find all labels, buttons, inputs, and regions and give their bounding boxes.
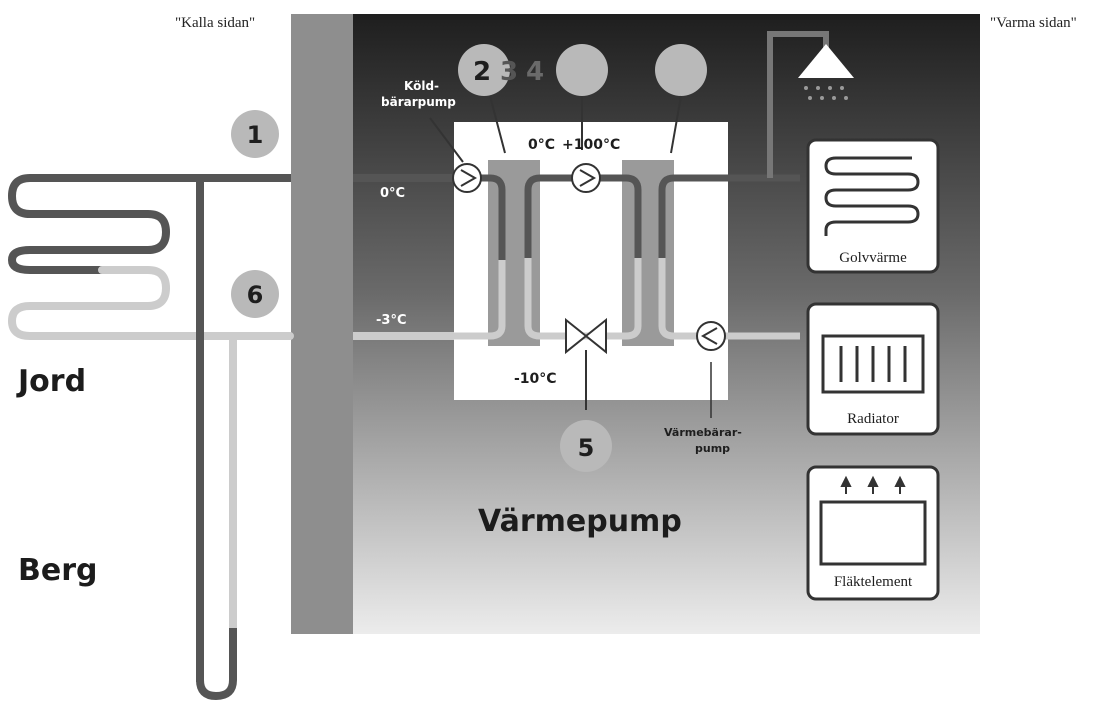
- brine-pump-label-2: bärarpump: [381, 95, 456, 109]
- brine-pump-label-1: Köld-: [404, 79, 439, 93]
- marker-3: 3: [500, 57, 518, 87]
- fan-coil-label: Fläktelement: [834, 574, 913, 590]
- ground-loop-light: [7, 266, 294, 340]
- ground-label: Jord: [16, 364, 86, 399]
- heat-carrier-return: [658, 258, 800, 340]
- marker-4-pointer: [670, 95, 682, 154]
- floor-heating-label: Golvvärme: [839, 250, 907, 266]
- brine-path-out: [454, 260, 506, 340]
- marker-5-circle: [560, 420, 612, 472]
- marker-4-circle: [655, 44, 707, 96]
- fan-coil-icon: [819, 500, 927, 566]
- marker-2-circle: [458, 44, 510, 96]
- marker-2: 2: [473, 57, 491, 87]
- radiator-panel: Radiator: [806, 302, 940, 436]
- brine-pump-pointer: [429, 117, 464, 163]
- up-arrows-icon: [840, 475, 906, 494]
- marker-6-circle: [231, 270, 279, 318]
- warm-side-label: "Varma sidan": [990, 15, 1077, 31]
- marker-1-circle: [231, 110, 279, 158]
- temp-condenser: +100°C: [562, 137, 620, 153]
- temp-after-valve: -10°C: [514, 371, 557, 387]
- rock-label: Berg: [18, 553, 97, 588]
- ground-loop-dark: [7, 174, 204, 274]
- expansion-valve-icon: [565, 317, 607, 355]
- shower-spray-icon: [804, 86, 848, 100]
- heat-carrier-out: [658, 174, 800, 258]
- radiator-label: Radiator: [847, 411, 899, 427]
- marker-3-circle: [556, 44, 608, 96]
- heat-pump-label: Värmepump: [478, 504, 682, 539]
- marker-1: 1: [247, 121, 264, 149]
- floor-coil-icon: [824, 156, 920, 236]
- brine-path-in: [454, 174, 506, 260]
- fan-coil-panel: Fläktelement: [806, 465, 940, 601]
- temp-brine-in: 0°C: [380, 186, 405, 201]
- shower-pipe: [767, 31, 829, 178]
- heat-carrier-pump-label-2: pump: [695, 442, 730, 455]
- radiator-icon: [821, 334, 925, 394]
- house-wall: [291, 14, 353, 634]
- cold-side-label: "Kalla sidan": [175, 15, 255, 31]
- shower-head-icon: [798, 44, 854, 78]
- marker-2-pointer: [489, 95, 506, 154]
- marker-4: 4: [526, 57, 544, 87]
- compressor-icon: [571, 163, 601, 193]
- temp-evaporator: 0°C: [528, 137, 555, 153]
- marker-5: 5: [578, 434, 595, 462]
- heat-carrier-pump-label-1: Värmebärar-: [664, 426, 742, 439]
- marker-6: 6: [247, 281, 264, 309]
- evaporator: [488, 160, 540, 346]
- condenser: [622, 160, 674, 346]
- floor-heating-panel: Golvvärme: [806, 138, 940, 274]
- heat-carrier-pump-icon: [696, 321, 726, 351]
- brine-pump-icon: [452, 163, 482, 193]
- temp-brine-out: -3°C: [376, 313, 406, 328]
- borehole-bottom: [196, 628, 237, 701]
